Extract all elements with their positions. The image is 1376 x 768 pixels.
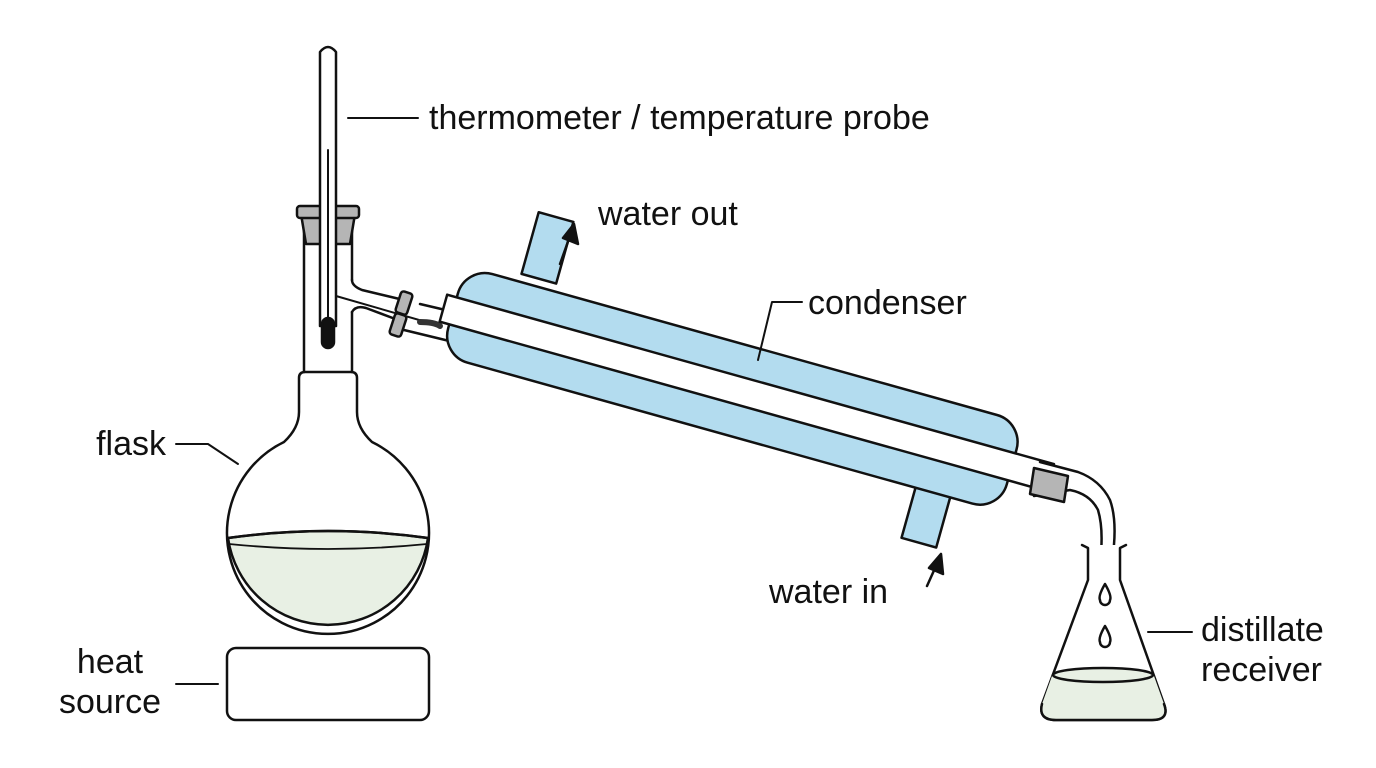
distillate-drop: [1098, 582, 1112, 607]
heat-source-block: [225, 646, 431, 722]
heat-label-line1: heat: [76, 643, 144, 681]
heat-label-line2: source: [58, 683, 162, 721]
distillate-drop: [1098, 624, 1112, 649]
distillate-label-line2: receiver: [1201, 651, 1322, 689]
flask-liquid: [226, 529, 430, 626]
distillate-label-line1: distillate: [1201, 611, 1324, 649]
condenser: [438, 211, 1056, 549]
flask-leader-line: [175, 443, 239, 465]
water-out-label: water out: [598, 195, 738, 233]
condenser-inner-tube: [438, 293, 1056, 493]
distillate-receiver-label: distillate receiver: [1201, 610, 1324, 690]
water-out-arrow: [558, 222, 580, 266]
receiver-liquid: [1041, 671, 1166, 720]
condenser-label: condenser: [808, 284, 967, 322]
thermometer: [318, 45, 443, 350]
receiver-flask: [1040, 543, 1167, 722]
flask-label: flask: [96, 425, 166, 463]
water-in-arrow: [925, 552, 945, 588]
thermometer-label: thermometer / temperature probe: [429, 99, 930, 137]
receiver-adapter: [1028, 460, 1116, 564]
round-bottom-flask: [225, 370, 431, 636]
condenser-leader-line: [757, 301, 803, 361]
water-in-label: water in: [769, 573, 889, 611]
heat-source-label: heat source: [44, 642, 176, 722]
